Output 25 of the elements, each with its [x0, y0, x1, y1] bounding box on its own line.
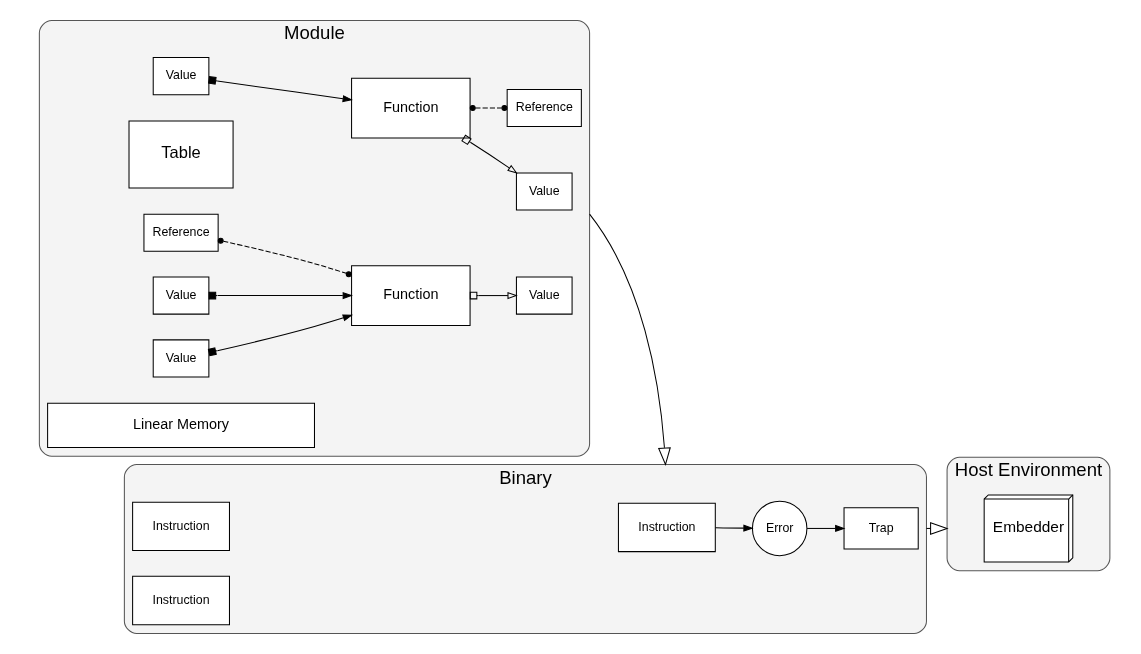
arrow: [925, 521, 949, 535]
node-box: Reference: [506, 89, 582, 128]
arrow: [461, 134, 518, 174]
node-circle: Error: [751, 500, 808, 557]
node-box: Value: [515, 172, 573, 211]
node-box: Instruction: [132, 575, 230, 626]
arrow: [715, 524, 754, 532]
node-box: Instruction: [617, 502, 716, 553]
node-box: Value: [152, 57, 210, 96]
connector: [217, 237, 352, 278]
arrow: [589, 213, 671, 467]
arrow: [806, 524, 846, 533]
arrow: [207, 314, 353, 357]
node-box: Value: [152, 276, 210, 315]
node-box: Linear Memory: [47, 402, 315, 449]
node-box: Function: [351, 265, 471, 326]
node-box: Trap: [843, 507, 919, 550]
connector: [469, 105, 508, 112]
arrow: [208, 76, 353, 103]
node-box: Function: [351, 77, 471, 139]
node-box: Reference: [143, 213, 219, 252]
node-box: Value: [515, 276, 573, 315]
node-box: Value: [152, 339, 210, 378]
node-box: Instruction: [132, 501, 230, 552]
node-box: Table: [128, 120, 234, 189]
